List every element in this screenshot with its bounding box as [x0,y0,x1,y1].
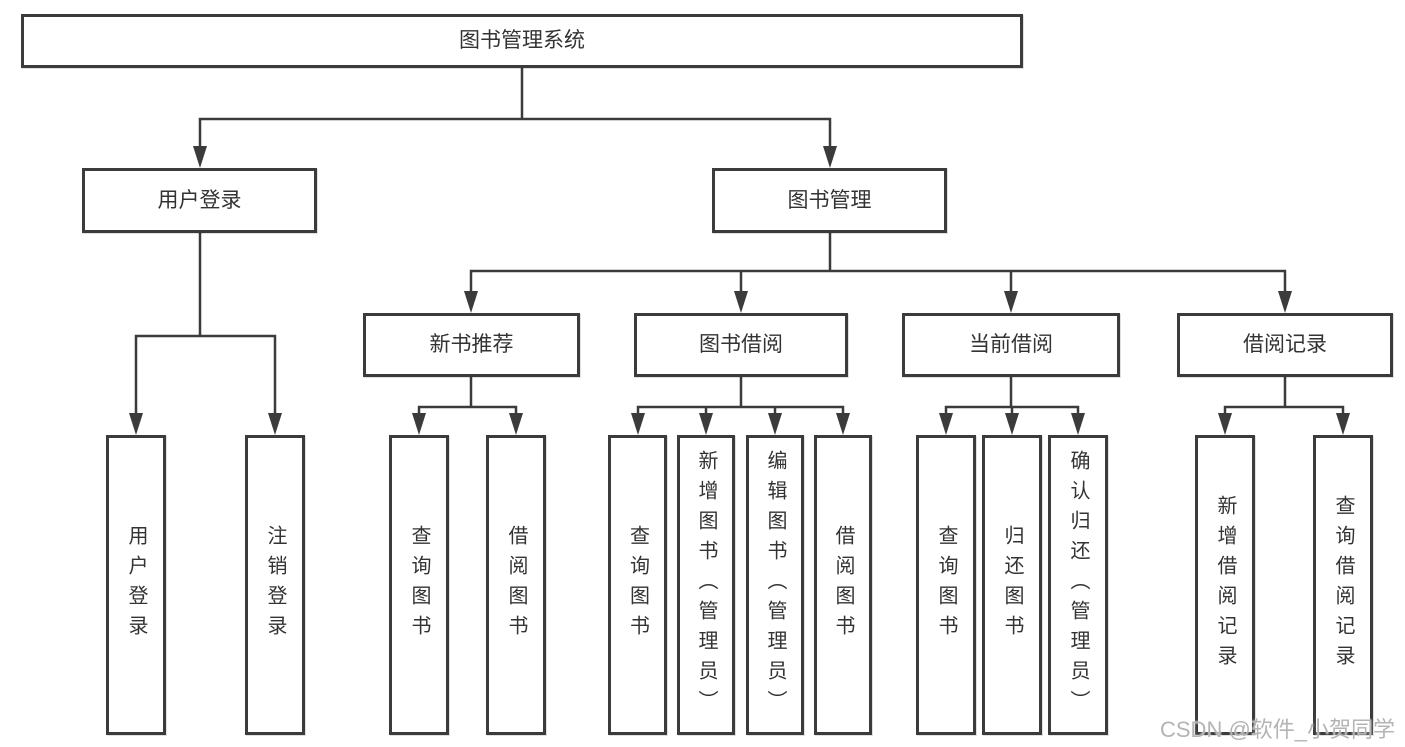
node-label: 查询图书 [935,525,957,645]
node-label: 编辑图书（管理员） [764,450,786,720]
node-label: 新增图书（管理员） [695,450,717,720]
node-book-management: 图书管理 [712,168,947,233]
node-label: 注销登录 [264,525,286,645]
node-label: 查询借阅记录 [1332,495,1354,675]
node-label: 图书管理系统 [459,29,585,53]
node-label: 查询图书 [626,525,649,645]
node-label: 图书借阅 [699,333,783,357]
node-label: 图书管理 [787,188,872,212]
connector-new-book-recommend [412,377,523,435]
connector-root [193,68,837,168]
node-user-login: 用户登录 [82,168,317,233]
node-label: 确认归还（管理员） [1067,450,1089,720]
connector-current-borrow [939,377,1085,435]
leaf-query-books-borrow: 查询图书 [608,435,667,735]
node-borrow-records: 借阅记录 [1177,313,1393,377]
node-label: 新增借阅记录 [1214,495,1236,675]
node-label: 当前借阅 [969,333,1053,357]
node-book-borrow: 图书借阅 [634,313,848,377]
node-label: 借阅记录 [1243,333,1327,357]
leaf-query-books-recommend: 查询图书 [389,435,449,735]
connector-book-borrow [631,377,850,435]
node-label: 用户登录 [125,525,147,645]
node-label: 借阅图书 [832,525,854,645]
node-label: 新书推荐 [429,333,514,357]
node-new-book-recommend: 新书推荐 [363,313,580,377]
leaf-logout: 注销登录 [245,435,305,735]
node-label: 借阅图书 [505,525,527,645]
node-label: 归还图书 [1001,525,1023,645]
leaf-query-borrow-record: 查询借阅记录 [1313,435,1373,735]
watermark: CSDN @软件_小贺同学 [1160,717,1396,742]
leaf-query-books-current: 查询图书 [916,435,976,735]
leaf-add-borrow-record: 新增借阅记录 [1195,435,1255,735]
leaf-add-books-admin: 新增图书（管理员） [677,435,735,735]
node-label: 用户登录 [157,188,242,212]
leaf-borrow-books-recommend: 借阅图书 [486,435,546,735]
node-current-borrow: 当前借阅 [902,313,1120,377]
leaf-return-books: 归还图书 [982,435,1042,735]
connector-borrow-records [1218,377,1350,435]
leaf-edit-books-admin: 编辑图书（管理员） [746,435,804,735]
leaf-confirm-return-admin: 确认归还（管理员） [1048,435,1108,735]
connector-book-management [464,233,1292,313]
node-label: 查询图书 [408,525,430,645]
leaf-user-login: 用户登录 [106,435,166,735]
node-root: 图书管理系统 [21,14,1023,68]
connector-user-login [129,233,282,435]
leaf-borrow-books: 借阅图书 [814,435,872,735]
